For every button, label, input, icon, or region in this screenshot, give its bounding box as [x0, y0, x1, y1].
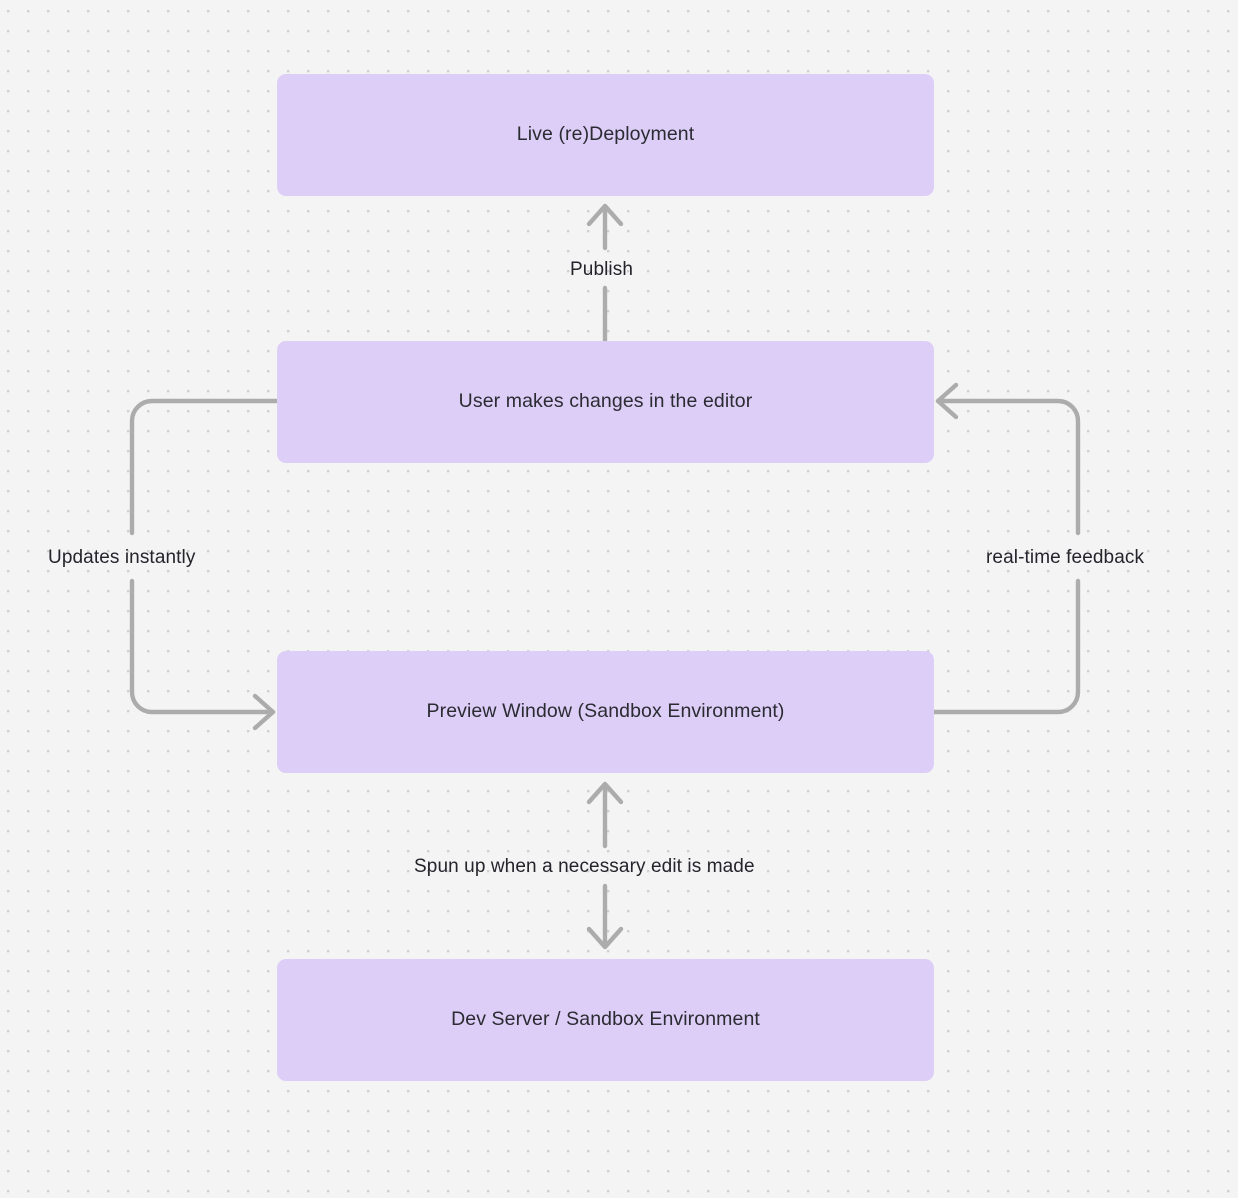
edge-label-publish: Publish — [570, 259, 634, 280]
node-label: Live (re)Deployment — [516, 123, 695, 146]
node-label: Dev Server / Sandbox Environment — [451, 1008, 760, 1031]
node-live-deployment[interactable]: Live (re)Deployment — [277, 74, 934, 196]
edge-label-spun-up: Spun up when a necessary edit is made — [414, 856, 755, 877]
edge-label-updates-instantly: Updates instantly — [48, 547, 196, 568]
edge-label-real-time-feedback: real-time feedback — [986, 547, 1145, 568]
node-dev-server[interactable]: Dev Server / Sandbox Environment — [277, 959, 934, 1081]
node-preview-window[interactable]: Preview Window (Sandbox Environment) — [277, 651, 934, 773]
node-user-edits[interactable]: User makes changes in the editor — [277, 341, 934, 463]
node-label: User makes changes in the editor — [458, 390, 753, 413]
node-label: Preview Window (Sandbox Environment) — [426, 700, 785, 723]
